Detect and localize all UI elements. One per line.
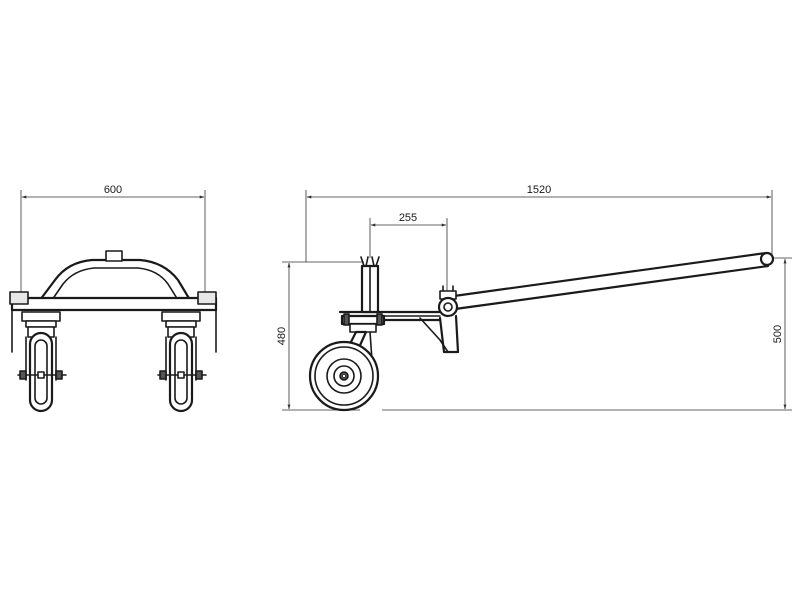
dimension-front-width-label: 600 bbox=[104, 184, 122, 196]
side-caster-mount bbox=[340, 313, 386, 333]
dimension-handle-height-label: 500 bbox=[772, 325, 784, 343]
dimension-mast-height-label: 480 bbox=[276, 327, 288, 345]
front-end-cap-left bbox=[9, 291, 29, 305]
front-crossbar bbox=[10, 296, 218, 312]
front-view: 600 bbox=[9, 184, 218, 413]
dimension-overall-length-label: 1520 bbox=[527, 184, 551, 196]
tow-bar-handle-end bbox=[759, 251, 775, 267]
pivot-clamp bbox=[437, 296, 459, 318]
front-caster-right bbox=[157, 311, 207, 413]
side-pivot-bracket bbox=[419, 285, 460, 354]
side-mast bbox=[360, 256, 380, 314]
front-top-knob bbox=[105, 250, 123, 262]
dimension-mast-to-pivot-label: 255 bbox=[399, 212, 417, 224]
side-wheel bbox=[308, 340, 380, 412]
side-view: 1520 255 480 500 bbox=[276, 184, 792, 412]
side-frame-plate bbox=[338, 310, 442, 322]
side-tow-bar bbox=[452, 251, 775, 311]
dimension-front-width: 600 bbox=[20, 184, 206, 300]
dimension-mast-to-pivot: 255 bbox=[369, 212, 448, 292]
front-end-cap-right bbox=[197, 291, 217, 305]
side-wheel-axle bbox=[341, 373, 347, 379]
front-caster-left bbox=[17, 311, 67, 413]
dimension-handle-height: 500 bbox=[382, 257, 792, 411]
front-handle-arch bbox=[38, 258, 192, 302]
dimension-mast-height: 480 bbox=[276, 261, 364, 411]
dimension-overall-length: 1520 bbox=[305, 184, 773, 262]
